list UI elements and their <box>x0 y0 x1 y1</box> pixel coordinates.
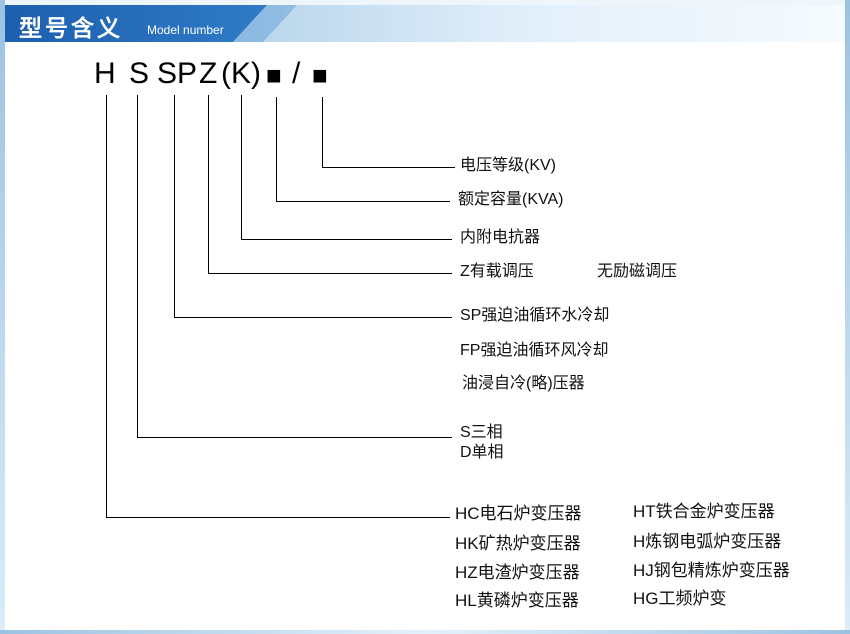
furnace-type-item: HG工频炉变 <box>633 589 727 608</box>
connector-line <box>208 95 209 273</box>
page-title: 型号含义 <box>19 15 123 41</box>
header-banner: 型号含义 Model number <box>5 5 845 42</box>
furnace-type-item: HC电石炉变压器 <box>455 504 582 523</box>
model-segment-capacity-square: ■ <box>266 60 282 90</box>
page-border-bottom <box>0 630 850 634</box>
furnace-type-item: HL黄磷炉变压器 <box>455 591 579 610</box>
connector-line <box>174 95 175 317</box>
page-border-right <box>845 0 850 634</box>
page-subtitle: Model number <box>147 23 224 37</box>
connector-line <box>137 437 452 438</box>
connector-line <box>276 201 450 202</box>
connector-line <box>106 517 450 518</box>
model-segment-s: S <box>129 57 150 90</box>
connector-line <box>322 97 323 167</box>
furnace-type-item: HZ电渣炉变压器 <box>455 563 580 582</box>
connector-line <box>276 97 277 201</box>
model-segment-sp: SP <box>157 57 198 90</box>
label-phase-d: D单相 <box>460 444 504 461</box>
furnace-type-item: HJ钢包精炼炉变压器 <box>633 561 790 580</box>
connector-line <box>208 273 452 274</box>
label-voltage-level: 电压等级(KV) <box>460 157 557 174</box>
label-no-excitation-regulation: 无励磁调压 <box>597 263 678 280</box>
furnace-type-item: HK矿热炉变压器 <box>455 534 581 553</box>
model-segment-z: Z <box>199 57 218 90</box>
label-phase-s: S三相 <box>460 424 503 441</box>
label-sp-water-cooling: SP强迫油循环水冷却 <box>460 307 610 324</box>
page-border-top <box>0 0 850 5</box>
label-rated-capacity: 额定容量(KVA) <box>458 191 564 208</box>
model-segment-voltage-square: ■ <box>312 60 328 90</box>
connector-line <box>322 167 455 168</box>
connector-line <box>137 95 138 437</box>
connector-line <box>241 239 452 240</box>
model-segment-slash: / <box>292 57 301 90</box>
label-fp-air-cooling: FP强迫油循环风冷却 <box>460 342 609 359</box>
connector-line <box>241 95 242 239</box>
header-banner-dark-shape <box>5 5 267 42</box>
furnace-type-item: HT铁合金炉变压器 <box>633 502 775 521</box>
model-segment-h: H <box>94 57 116 90</box>
furnace-type-item: H炼钢电弧炉变压器 <box>633 532 782 551</box>
connector-line <box>106 95 107 517</box>
model-segment-k: (K) <box>221 57 261 90</box>
label-internal-reactor: 内附电抗器 <box>460 229 541 246</box>
page-border-left <box>0 0 5 634</box>
label-oil-self-cooling: 油浸自冷(略)压器 <box>462 375 585 392</box>
label-on-load-regulation: Z有载调压 <box>460 263 534 280</box>
connector-line <box>174 317 452 318</box>
